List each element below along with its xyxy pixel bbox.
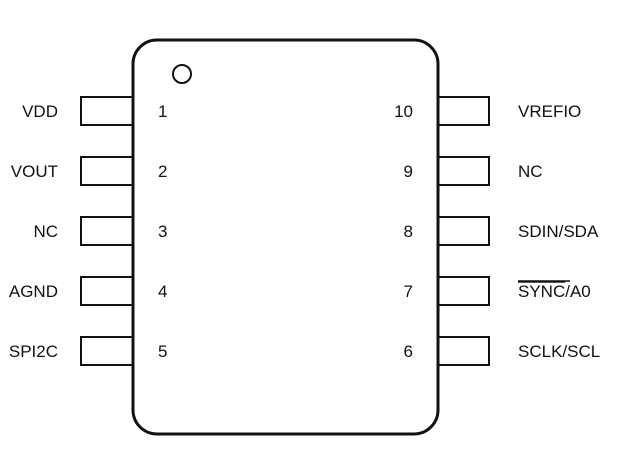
left-pin-2: VOUT 2 (11, 156, 167, 186)
pin-number: 10 (394, 102, 413, 121)
left-pin-1: VDD 1 (22, 96, 167, 126)
right-pin-9: 9 NC (404, 156, 543, 186)
right-pin-7: 7 SYNC/A0 (404, 276, 591, 306)
a0-suffix-text: /A0 (565, 282, 591, 301)
right-pin-10: 10 VREFIO (394, 96, 581, 126)
pin1-indicator-dot (172, 64, 192, 84)
pin-number: 2 (158, 162, 167, 181)
right-pin-8: 8 SDIN/SDA (404, 216, 599, 246)
pin-number: 5 (158, 342, 167, 361)
pin-label: NC (518, 162, 543, 181)
pin-number: 8 (404, 222, 413, 241)
pin-lead (80, 276, 134, 306)
pin-label: SDIN/SDA (518, 222, 599, 241)
pin-number: 3 (158, 222, 167, 241)
pin-lead (80, 96, 134, 126)
pin-lead (437, 156, 490, 186)
pin-number: 4 (158, 282, 167, 301)
right-pin-row: 10 VREFIO 9 NC 8 SDIN/SDA 7 SYNC/A0 6 SC… (394, 96, 600, 366)
pin-lead (80, 216, 134, 246)
pin-label: VOUT (11, 162, 58, 181)
pin-number: 1 (158, 102, 167, 121)
left-pin-row: VDD 1 VOUT 2 NC 3 AGND 4 SPI2C 5 (9, 96, 167, 366)
left-pin-4: AGND 4 (9, 276, 167, 306)
pin-lead (437, 96, 490, 126)
pin-label-sync-a0: SYNC/A0 (518, 282, 591, 301)
pin-label: NC (33, 222, 58, 241)
pin-label: VREFIO (518, 102, 581, 121)
pin-label: SCLK/SCL (518, 342, 600, 361)
left-pin-5: SPI2C 5 (9, 336, 167, 366)
sync-overline-text: SYNC (518, 282, 565, 301)
pin-label: AGND (9, 282, 58, 301)
pin-lead (437, 336, 490, 366)
pin-number: 7 (404, 282, 413, 301)
pin-lead (80, 336, 134, 366)
pin-label: VDD (22, 102, 58, 121)
pin-lead (80, 156, 134, 186)
pin-number: 9 (404, 162, 413, 181)
ic-package-body (131, 38, 440, 436)
pin-label: SPI2C (9, 342, 58, 361)
pin-lead (437, 276, 490, 306)
left-pin-3: NC 3 (33, 216, 167, 246)
pin-lead (437, 216, 490, 246)
pin-number: 6 (404, 342, 413, 361)
right-pin-6: 6 SCLK/SCL (404, 336, 600, 366)
